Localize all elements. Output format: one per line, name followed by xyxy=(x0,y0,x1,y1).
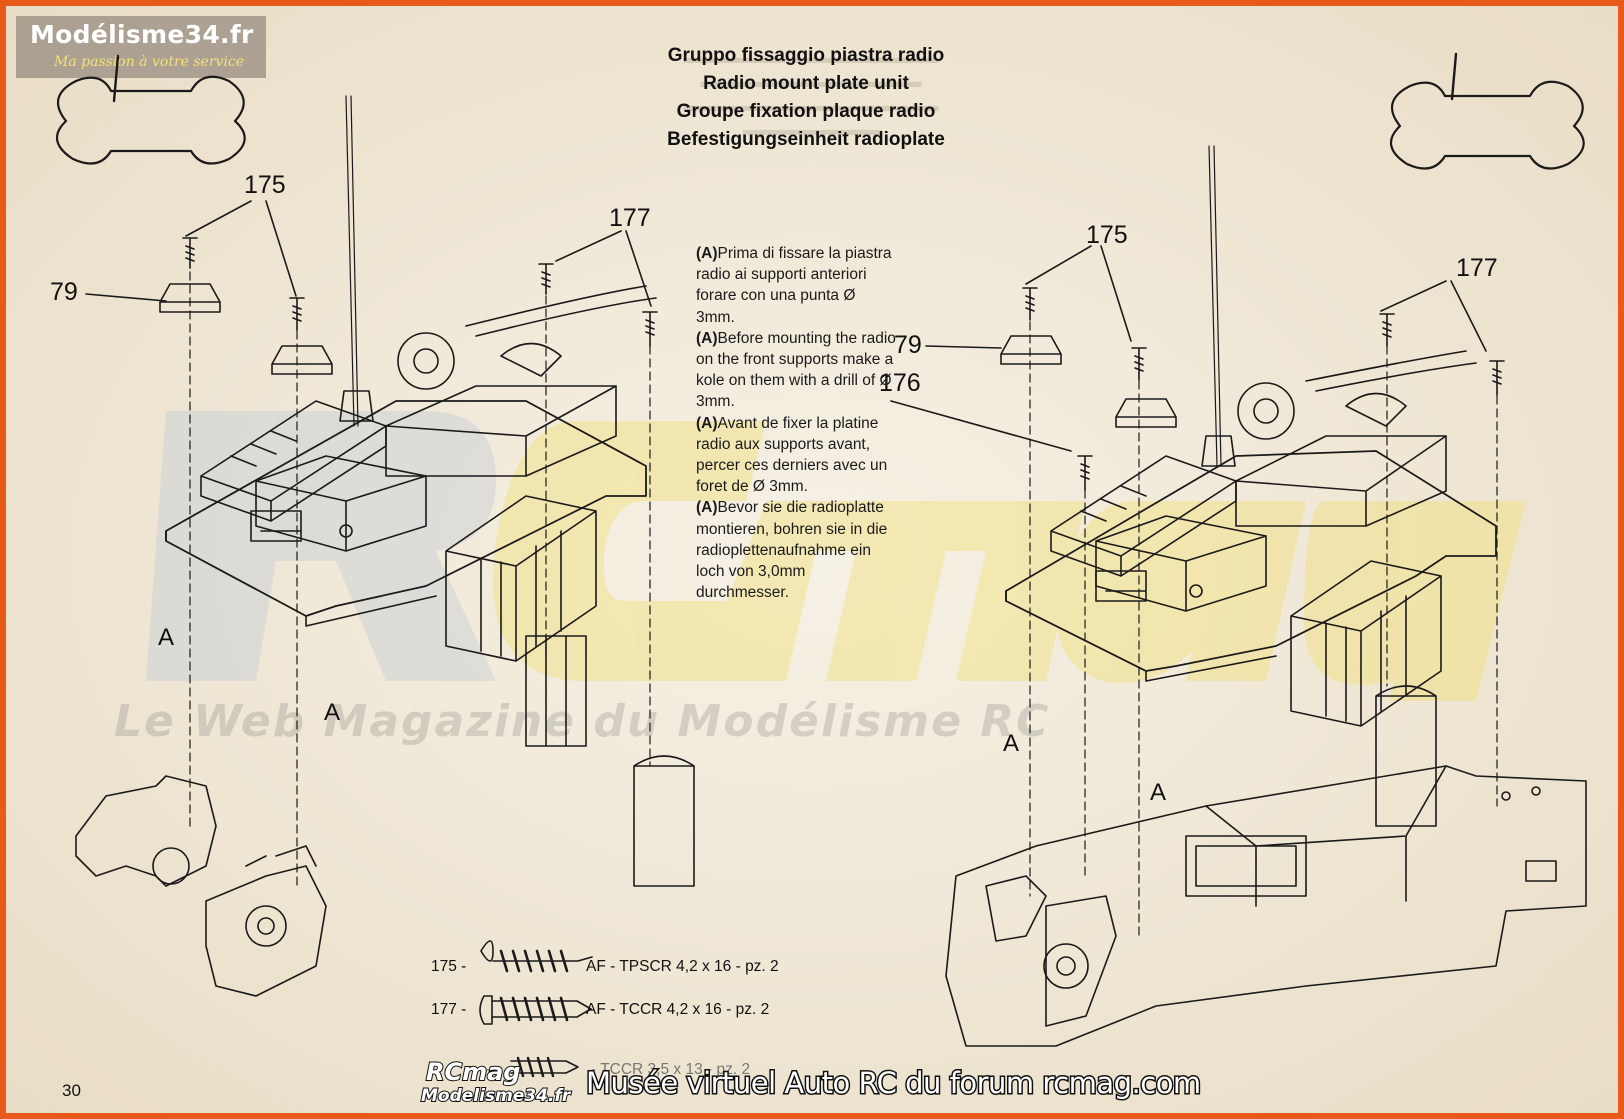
screw-177b-icon xyxy=(642,311,658,347)
instruction-italian: (A)Prima di fissare la piastra radio ai … xyxy=(696,245,892,326)
left-assembly xyxy=(75,95,695,997)
screw-175-icon xyxy=(1022,287,1038,321)
point-a-left-2: A xyxy=(324,699,341,726)
callout-left-79: 79 xyxy=(50,278,78,306)
instruction-english: (A)Before mounting the radio on the fron… xyxy=(696,329,896,411)
callout-right-176: 176 xyxy=(879,369,921,397)
badge-4wd-icon xyxy=(1390,52,1585,170)
screw-176-icon xyxy=(1077,455,1093,491)
screw-175b-icon xyxy=(289,297,305,331)
legend-screw-3rd-icon xyxy=(510,1056,579,1078)
legend-desc-3rd: - TCCR 3,5 x 13 - pz. 2 xyxy=(591,1061,751,1078)
legend-desc-175: AF - TPSCR 4,2 x 16 - pz. 2 xyxy=(586,958,779,975)
washer-79-icon xyxy=(1000,335,1062,365)
right-assembly xyxy=(890,145,1587,1047)
callout-left-175: 175 xyxy=(244,171,286,199)
title-french: Groupe fixation plaque radio xyxy=(676,101,936,122)
point-a-left-1: A xyxy=(158,624,175,651)
manual-page: Le Web Magazine du Modélisme RC ▬▬▬▬▬▬▬▬… xyxy=(6,6,1618,1113)
ghost-title-bleed: ▬▬▬▬▬▬▬▬▬▬▬▬▬▬▬▬▬▬▬▬▬▬▬▬▬▬▬▬▬▬▬▬▬▬▬▬▬▬▬▬… xyxy=(683,48,939,139)
watermark-caption: Le Web Magazine du Modélisme RC xyxy=(114,696,1051,747)
callout-right-79: 79 xyxy=(894,331,922,359)
callout-left-177: 177 xyxy=(609,204,651,232)
washer-icon xyxy=(1115,398,1177,428)
site-logo-tagline: Ma passion à votre service xyxy=(54,54,245,70)
screw-177-icon xyxy=(538,263,554,295)
footer-museum-text: Musée virtuel Auto RC du forum rcmag.com xyxy=(585,1065,1203,1102)
point-a-right-2: A xyxy=(1150,779,1167,806)
washer-icon xyxy=(271,345,333,375)
page-number: 30 xyxy=(62,1081,81,1100)
callout-right-177: 177 xyxy=(1456,254,1498,282)
footer-modelisme-logo[interactable]: Modelisme34.fr xyxy=(420,1085,571,1107)
legend-num-175: 175 - xyxy=(431,958,467,975)
screw-177b-icon xyxy=(1489,360,1505,396)
badge-2wd-icon xyxy=(56,54,246,165)
legend-num-3rd: - - xyxy=(476,1061,491,1078)
site-logo-name: Modélisme34.fr xyxy=(30,20,254,49)
footer-rcmag-logo[interactable]: RCmag xyxy=(425,1057,521,1087)
title-german: Befestigungseinheit radioplate xyxy=(667,129,945,150)
title-italian: Gruppo fissaggio piastra radio xyxy=(667,45,945,66)
instruction-german: (A)Bevor sie die radioplatte montieren, … xyxy=(696,499,888,602)
legend-desc-177: AF - TCCR 4,2 x 16 - pz. 2 xyxy=(586,1001,770,1018)
callout-right-175: 175 xyxy=(1086,221,1128,249)
instruction-french: (A)Avant de fixer la platine radio aux s… xyxy=(696,414,888,496)
screw-175-icon xyxy=(182,237,198,269)
site-logo[interactable]: Modélisme34.fr Ma passion à votre servic… xyxy=(16,16,266,78)
instructions-block: (A)Prima di fissare la piastra radio ai … xyxy=(696,243,896,603)
legend-screw-175-icon xyxy=(480,940,593,973)
title-english: Radio mount plate unit xyxy=(703,73,909,94)
screw-177-icon xyxy=(1379,313,1395,347)
legend-screw-177-icon xyxy=(479,995,592,1025)
exploded-assembly-drawing xyxy=(56,52,1587,1078)
point-a-right-1: A xyxy=(1003,730,1020,757)
legend-num-177: 177 - xyxy=(431,1001,467,1018)
screw-175b-icon xyxy=(1131,347,1147,381)
